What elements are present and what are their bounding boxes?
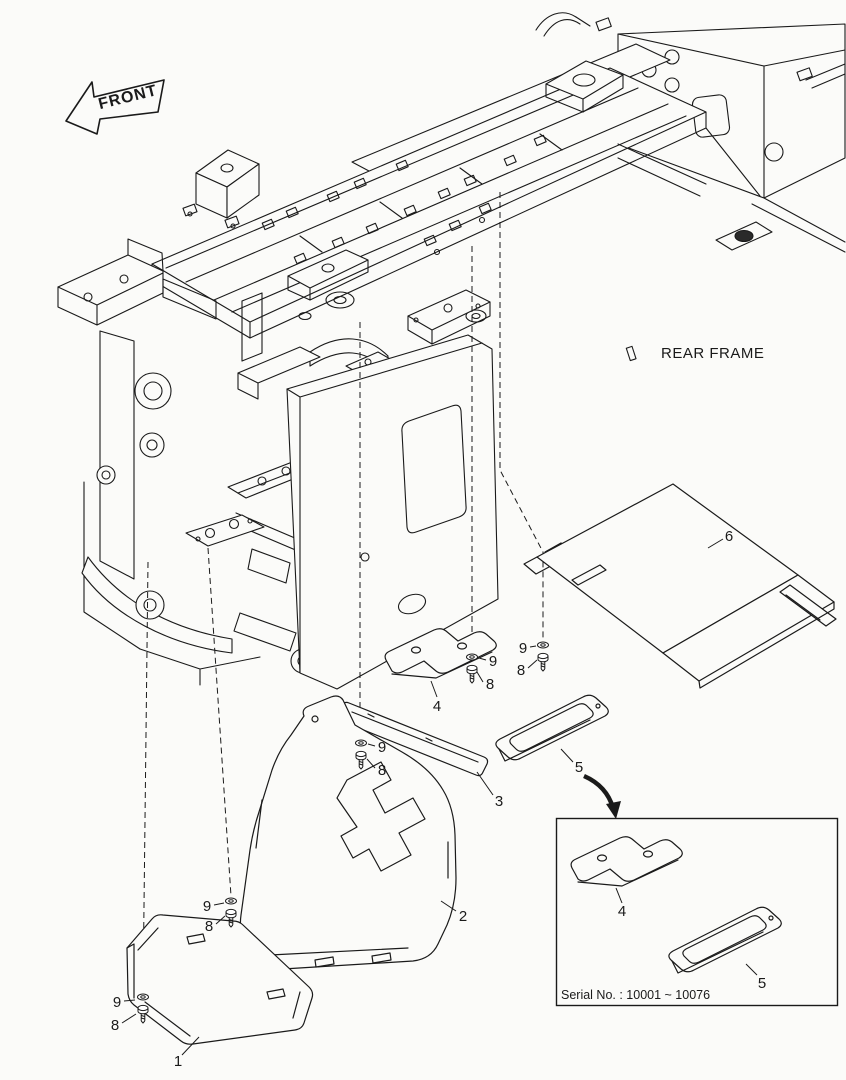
fastener-callout-8: 8: [517, 662, 525, 679]
fastener-callout-8: 8: [378, 762, 386, 779]
rear-frame-box: [617, 23, 846, 362]
fastener-callout-9: 9: [203, 898, 211, 915]
part-2-under-cover: [239, 695, 457, 970]
washer-9-icon: [355, 739, 367, 747]
inset-box: [555, 817, 839, 1007]
front-direction-arrow-icon: FRONT: [65, 79, 165, 135]
part-callout-5: 5: [575, 759, 583, 776]
part-4-bracket-plate: [384, 628, 497, 679]
part-callout-1: 1: [174, 1053, 182, 1070]
right-pedestal-mount: [545, 60, 624, 113]
rear-frame-label: REAR FRAME: [661, 345, 764, 362]
serial-number-note: Serial No. : 10001 ~ 10076: [561, 988, 710, 1002]
inset-part-5-bracket: [668, 906, 782, 974]
front-loader-frame: [57, 238, 321, 686]
callout-leader-lines: [121, 538, 724, 1056]
dashed-assembly-lines: [142, 192, 544, 993]
fastener-callout-8: 8: [111, 1017, 119, 1034]
bolt-8-icon: [466, 664, 478, 684]
fastener-callout-8: 8: [205, 918, 213, 935]
machine-frame-assembly: [57, 12, 846, 690]
serial-range-inset: 4 5 Serial No. : 10001 ~ 10076: [555, 817, 839, 1007]
left-pedestal-mount: [182, 149, 260, 229]
fastener-callout-9: 9: [489, 653, 497, 670]
inset-part-4-bracket: [570, 836, 683, 887]
inset-part-callout-4: 4: [618, 903, 626, 920]
part-callout-4: 4: [433, 698, 441, 715]
part-callout-2: 2: [459, 908, 467, 925]
part-5-tray-bracket: [495, 694, 609, 762]
washer-9-icon: [137, 993, 149, 1001]
washer-9-icon: [225, 897, 237, 905]
inset-pointer-arrow-icon: [583, 773, 621, 819]
part-callout-3: 3: [495, 793, 503, 810]
center-mount-brackets: [287, 249, 491, 375]
hydraulic-hoses: [535, 12, 612, 37]
part-6-cover-plate: [523, 483, 837, 689]
fastener-callout-9: 9: [113, 994, 121, 1011]
washer-9-icon: [466, 653, 478, 661]
fastener-callout-9: 9: [519, 640, 527, 657]
washer-9-icon: [537, 641, 549, 649]
inset-part-callout-5: 5: [758, 975, 766, 992]
bolt-8-icon: [537, 652, 549, 672]
fastener-callout-9: 9: [378, 739, 386, 756]
cab-side-sheet: [286, 334, 499, 690]
fastener-callout-8: 8: [486, 676, 494, 693]
part-callout-6: 6: [725, 528, 733, 545]
deck-fittings: [261, 134, 547, 265]
